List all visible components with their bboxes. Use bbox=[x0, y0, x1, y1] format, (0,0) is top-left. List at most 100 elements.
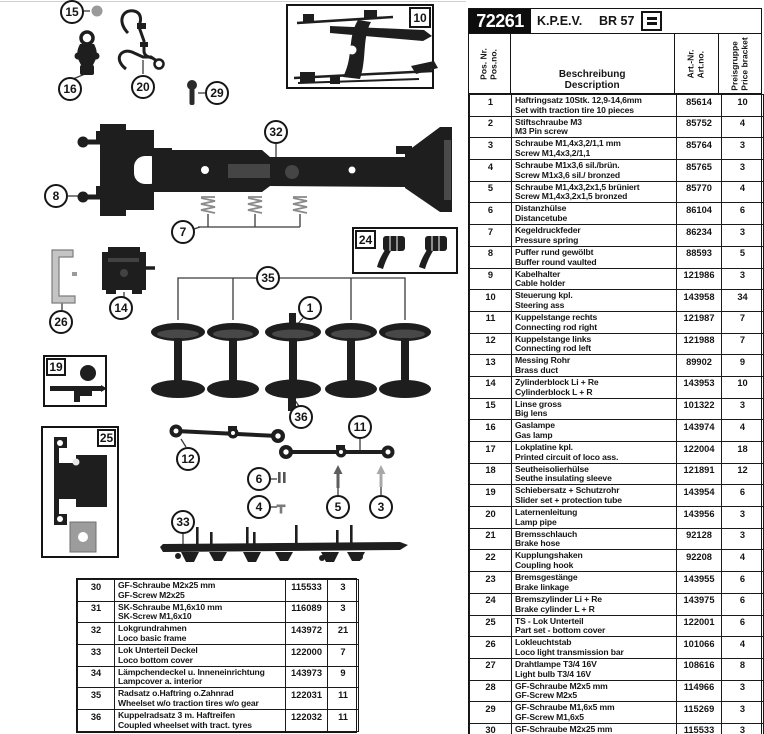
description-english: SK-Screw M1,6x10 bbox=[118, 611, 192, 622]
callout-label: 32 bbox=[269, 125, 283, 139]
cell-price: 3 bbox=[721, 137, 764, 161]
cell-art: 121986 bbox=[676, 267, 722, 291]
cell-art: 122000 bbox=[285, 644, 328, 667]
description-english: Loco light transmission bar bbox=[515, 646, 624, 657]
cell-art: 85764 bbox=[676, 137, 722, 161]
callout-label: 1 bbox=[306, 301, 314, 315]
cell-pos: 30 bbox=[469, 722, 512, 734]
description-german: Gaslampe bbox=[515, 420, 555, 431]
cell-price: 18 bbox=[721, 441, 764, 464]
cell-price: 5 bbox=[721, 245, 764, 269]
description-german: Stiftschraube M3 bbox=[515, 116, 582, 127]
cell-pos: 8 bbox=[469, 245, 512, 269]
description-german: Lokplatine kpl. bbox=[515, 442, 573, 452]
cell-price: 34 bbox=[721, 289, 764, 312]
cell-pos: 16 bbox=[469, 419, 512, 442]
callout-label: 11 bbox=[353, 420, 367, 434]
callout-label: 8 bbox=[52, 189, 60, 203]
cell-price: 6 bbox=[721, 202, 764, 226]
part-connecting-rod-left bbox=[169, 424, 285, 443]
callout-26: 26 bbox=[49, 310, 73, 334]
callout-15: 15 bbox=[60, 0, 84, 24]
column-headers: Pos. Nr. Pos.no. Beschreibung Descriptio… bbox=[469, 34, 761, 94]
cell-art: 122032 bbox=[285, 709, 328, 732]
description-english: Big lens bbox=[515, 408, 548, 419]
box-label-10: 10 bbox=[409, 7, 431, 28]
cell-price: 6 bbox=[721, 592, 764, 616]
cell-art: 115269 bbox=[676, 701, 722, 724]
cell-price: 10 bbox=[721, 375, 764, 399]
description-german: Lok Unterteil Deckel bbox=[118, 645, 198, 656]
cell-price: 7 bbox=[721, 332, 764, 356]
part-connecting-rod-right bbox=[279, 445, 395, 459]
cell-pos: 24 bbox=[469, 592, 512, 616]
callout-35: 35 bbox=[256, 266, 280, 290]
cell-pos: 29 bbox=[469, 701, 512, 724]
cell-pos: 35 bbox=[77, 687, 115, 711]
cell-price: 3 bbox=[721, 701, 764, 724]
cell-price: 21 bbox=[327, 622, 359, 646]
cell-art: 85614 bbox=[676, 94, 722, 117]
cell-pos: 26 bbox=[469, 636, 512, 659]
cell-pos: 12 bbox=[469, 332, 512, 356]
description-english: Cable holder bbox=[515, 278, 566, 289]
cell-art: 101066 bbox=[676, 636, 722, 659]
description-english: Wheelset w/o traction tires w/o gear bbox=[118, 698, 259, 709]
callout-label: 4 bbox=[255, 500, 263, 514]
cell-art: 101322 bbox=[676, 397, 722, 421]
loco-class: BR 57 bbox=[599, 14, 635, 28]
description-german: Kuppelradsatz 3 m. Haftreifen bbox=[118, 710, 235, 721]
description-english: Lamp pipe bbox=[515, 516, 557, 527]
callout-29: 29 bbox=[205, 81, 229, 105]
callout-20: 20 bbox=[131, 75, 155, 99]
cell-price: 11 bbox=[327, 709, 359, 732]
cell-pos: 28 bbox=[469, 679, 512, 703]
cell-pos: 20 bbox=[469, 506, 512, 529]
part-gas-lamp bbox=[74, 30, 100, 75]
description-english: Buffer round vaulted bbox=[515, 256, 597, 267]
exploded-parts-diagram bbox=[41, 4, 458, 562]
part-pressure-springs bbox=[198, 196, 308, 228]
cell-desc: Schraube M1x3,6 sil./brün.Screw M1x3,6 s… bbox=[511, 159, 677, 182]
cell-pos: 5 bbox=[469, 180, 512, 204]
box-label-text: 25 bbox=[99, 431, 114, 445]
part-steering-assembly bbox=[293, 10, 438, 84]
cell-price: 6 bbox=[721, 614, 764, 638]
cell-art: 121891 bbox=[676, 462, 722, 486]
description-german: GF-Schraube M1,6x5 mm bbox=[515, 702, 615, 713]
cell-price: 3 bbox=[327, 600, 359, 624]
cell-pos: 36 bbox=[77, 709, 115, 732]
cell-art: 143973 bbox=[285, 665, 328, 689]
column-price-en: Price bracket bbox=[739, 36, 750, 91]
page-top-rule bbox=[0, 1, 466, 2]
column-description: Beschreibung Description bbox=[511, 34, 675, 93]
description-german: Lämpchendeckel u. Inneneinrichtung bbox=[118, 666, 265, 677]
description-german: Radsatz o.Haftring o.Zahnrad bbox=[118, 688, 234, 699]
part-loco-bottom-cover bbox=[160, 525, 408, 562]
cell-art: 143953 bbox=[676, 375, 722, 399]
part-big-lens bbox=[91, 5, 103, 17]
description-german: Schraube M1,4x3,2x1,5 brüniert bbox=[515, 181, 640, 192]
